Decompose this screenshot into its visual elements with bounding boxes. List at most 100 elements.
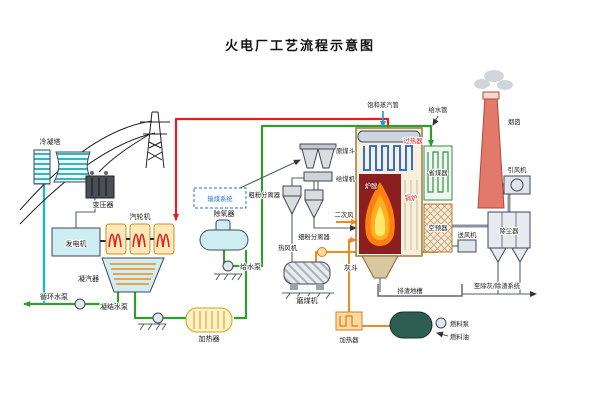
generator-body (51, 227, 101, 257)
power-wire-3 (98, 133, 151, 173)
page-title: 火电厂工艺流程示意图 (225, 38, 375, 54)
cooling-tower-tank (33, 149, 51, 185)
dust-collector-cells (501, 212, 517, 248)
steam-drum (357, 130, 421, 143)
label-lp-heater: 加热器 (199, 334, 220, 343)
label-turbine: 汽轮机 (130, 212, 151, 221)
label-coal-feeder: 给煤机 (336, 174, 356, 183)
condenser-tubes (110, 263, 156, 285)
label-fuel-oil: 燃料油 (450, 332, 469, 341)
generator-cable (75, 198, 96, 228)
label-coal-mill: 磨煤机 (297, 296, 318, 305)
label-furnace: 炉膛 (365, 181, 378, 190)
pylon-lattice (140, 111, 170, 169)
label-to-ash-slag-system: 至除灰/除渣系统 (474, 281, 521, 290)
label-air-preheater: 空预器 (429, 223, 449, 232)
label-secondary-air: 二次风 (335, 210, 355, 219)
air-preheater (423, 203, 453, 253)
separator-link-pipe (291, 177, 315, 190)
fine-separator-cone (304, 199, 324, 220)
smoke-puff (497, 80, 513, 90)
boiler (355, 127, 423, 279)
lp-heater (185, 307, 233, 333)
pulverized-coal-pipe (313, 218, 357, 231)
condensate-pipe (133, 292, 186, 320)
hopper-funnel (317, 148, 335, 169)
labels: 火电厂工艺流程示意图 冷凝塔 变压器 发电机 汽轮机 凝汽器 循环水泵 凝结水泵… (39, 38, 529, 345)
label-coal-conveying-system: 输煤系统 (207, 194, 233, 203)
label-ash-hopper: 灰斗 (344, 263, 358, 272)
label-induced-draft-fan: 引风机 (508, 165, 528, 174)
chimney (474, 70, 513, 209)
coal-feeder-body (303, 171, 333, 182)
mill-support (316, 284, 324, 290)
rear-pass-tubes (404, 180, 418, 250)
coal-conveyor-line (239, 159, 301, 189)
id-fan-body (503, 175, 531, 195)
coarse-separator-body (282, 185, 302, 197)
dust-drain-lines (497, 262, 521, 294)
oil-heater-coil (339, 315, 358, 327)
main-steam-pipe (173, 117, 390, 221)
coal-system-boundary (193, 187, 247, 209)
economizer-coil (427, 151, 449, 193)
hopper-funnel (301, 148, 319, 169)
raw-coal-hoppers (299, 143, 337, 182)
ground-marks (138, 273, 334, 331)
label-dust-collector: 除尘器 (500, 226, 520, 235)
label-transformer: 变压器 (93, 200, 114, 209)
slag-trench (377, 284, 463, 297)
heater-shell (185, 307, 233, 333)
cooling-tower (33, 149, 93, 185)
fuel-oil-tank (389, 311, 433, 339)
feed-pump (222, 260, 234, 272)
fine-separator-body (304, 189, 324, 201)
induced-draft-fan (503, 175, 531, 195)
bushing (90, 171, 94, 175)
mill-support (290, 284, 298, 290)
circulating-water-pipe (23, 292, 120, 307)
smoke-puff (474, 79, 490, 89)
mill-drum (283, 261, 331, 285)
label-condenser: 凝汽器 (78, 274, 99, 283)
superheater-coil (363, 145, 413, 171)
ground-hatch (214, 273, 243, 281)
fuel-to-burner-pipe (348, 237, 357, 312)
transformer (85, 171, 115, 199)
condensate-pump (152, 312, 164, 324)
separators (282, 185, 324, 220)
label-feed-pump: 给水泵 (240, 262, 261, 271)
bushing (104, 171, 108, 175)
label-boiler: 锅炉 (405, 193, 418, 202)
power-wire-2 (19, 132, 156, 225)
forced-draft-fan (457, 239, 477, 253)
economizer (423, 145, 453, 201)
dust-collector-body (487, 211, 531, 249)
condenser (101, 257, 165, 293)
smoke-puff (484, 70, 504, 82)
label-fuel-pump: 燃料泵 (450, 319, 470, 328)
ash-hopper-cone (361, 255, 399, 279)
rotor-coil (132, 233, 146, 248)
label-circulating-pump: 循环水泵 (40, 292, 68, 301)
coal-mill (283, 261, 331, 290)
coarse-separator-cone (282, 195, 302, 216)
label-generator: 发电机 (66, 239, 87, 248)
power-wire-1 (19, 120, 153, 211)
feed-water-arrow (432, 115, 439, 126)
ground-hatch (138, 323, 167, 331)
dust-hopper (489, 247, 507, 264)
label-coarse-separator: 粗粉分离器 (249, 190, 281, 199)
label-raw-coal-hopper: 原煤斗 (336, 146, 355, 155)
flame-core (374, 206, 386, 237)
label-hot-air-fan: 热风机 (278, 243, 298, 252)
fuel-oil-arrow (436, 331, 449, 338)
deaerator-tank (199, 229, 249, 251)
ground-hatch (282, 292, 334, 300)
hopper-deck (299, 143, 337, 150)
label-slag-trench: 排渣地槽 (397, 286, 423, 295)
deaerator (199, 219, 249, 251)
chimney-cap (482, 91, 500, 100)
dust-collector (487, 211, 531, 264)
